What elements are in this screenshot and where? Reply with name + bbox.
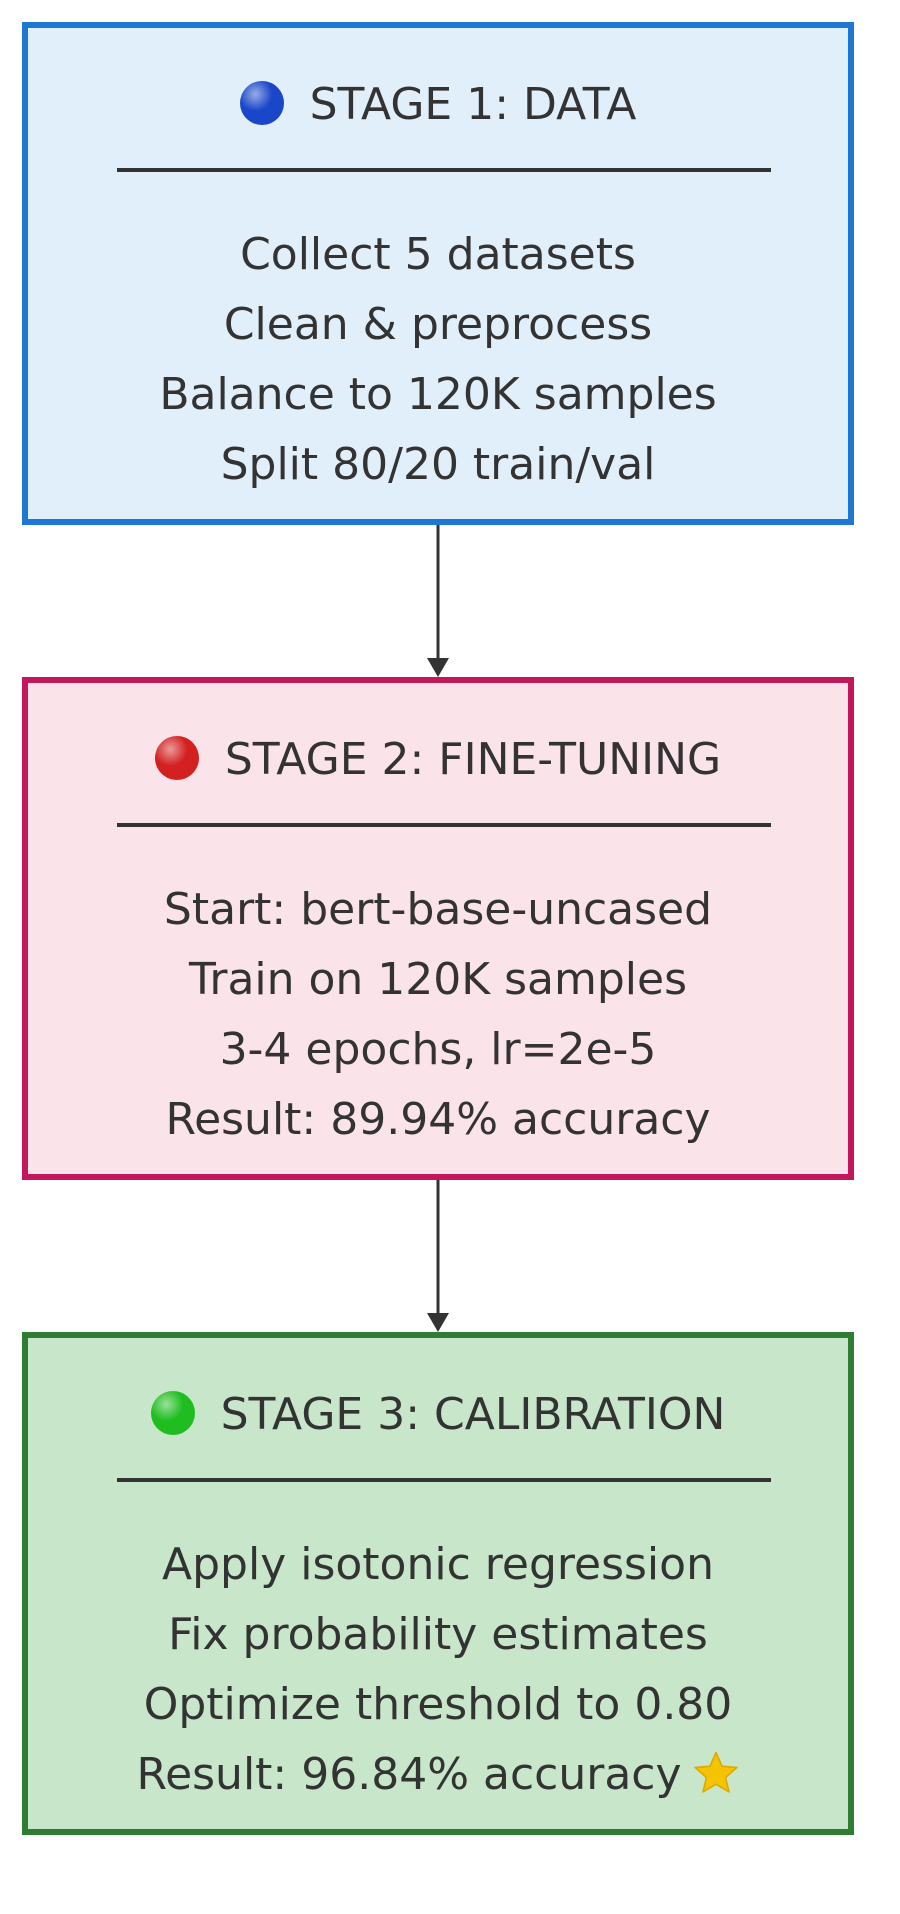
red-circle-icon: [154, 736, 199, 780]
stage-2-steps: Start: bert-base-uncased Train on 120K s…: [28, 875, 848, 1155]
stage-1-step: Split 80/20 train/val: [220, 439, 656, 490]
arrow-stage-2-to-3: [427, 1180, 449, 1332]
stage-2-box: STAGE 2: FINE-TUNING Start: bert-base-un…: [22, 677, 854, 1180]
blue-circle-icon: [239, 81, 284, 125]
stage-3-step: Optimize threshold to 0.80: [143, 1679, 733, 1730]
stage-1-step: Balance to 120K samples: [159, 369, 717, 420]
green-circle-icon: [150, 1391, 195, 1435]
stage-2-step: Start: bert-base-uncased: [163, 884, 713, 935]
stage-2-divider: [117, 823, 771, 827]
stage-3-result-text: Result: 96.84% accuracy: [136, 1749, 682, 1800]
arrow-stage-1-to-2: [427, 525, 449, 677]
stage-3-divider: [117, 1478, 771, 1482]
stage-1-title-row: STAGE 1: DATA: [28, 80, 848, 130]
stage-3-step-result: Result: 96.84% accuracy: [28, 1740, 848, 1810]
stage-1-box: STAGE 1: DATA Collect 5 datasets Clean &…: [22, 22, 854, 525]
stage-1-step: Collect 5 datasets: [240, 229, 636, 280]
stage-2-title-row: STAGE 2: FINE-TUNING: [28, 735, 848, 785]
stage-3-step: Fix probability estimates: [168, 1609, 708, 1660]
stage-3-title: STAGE 3: CALIBRATION: [220, 1389, 726, 1440]
stage-1-title: STAGE 1: DATA: [309, 79, 637, 130]
stage-1-step: Clean & preprocess: [223, 299, 653, 350]
star-icon: [693, 1751, 738, 1793]
stage-3-box: STAGE 3: CALIBRATION Apply isotonic regr…: [22, 1332, 854, 1835]
stage-3-title-row: STAGE 3: CALIBRATION: [28, 1390, 848, 1440]
stage-2-step: Train on 120K samples: [188, 954, 688, 1005]
stage-1-divider: [117, 168, 771, 172]
stage-2-title: STAGE 2: FINE-TUNING: [224, 734, 722, 785]
stage-2-step: 3-4 epochs, lr=2e-5: [219, 1024, 657, 1075]
stage-1-steps: Collect 5 datasets Clean & preprocess Ba…: [28, 220, 848, 500]
stage-3-step: Apply isotonic regression: [162, 1539, 714, 1590]
stage-2-step: Result: 89.94% accuracy: [165, 1094, 711, 1145]
stage-3-steps: Apply isotonic regression Fix probabilit…: [28, 1530, 848, 1810]
